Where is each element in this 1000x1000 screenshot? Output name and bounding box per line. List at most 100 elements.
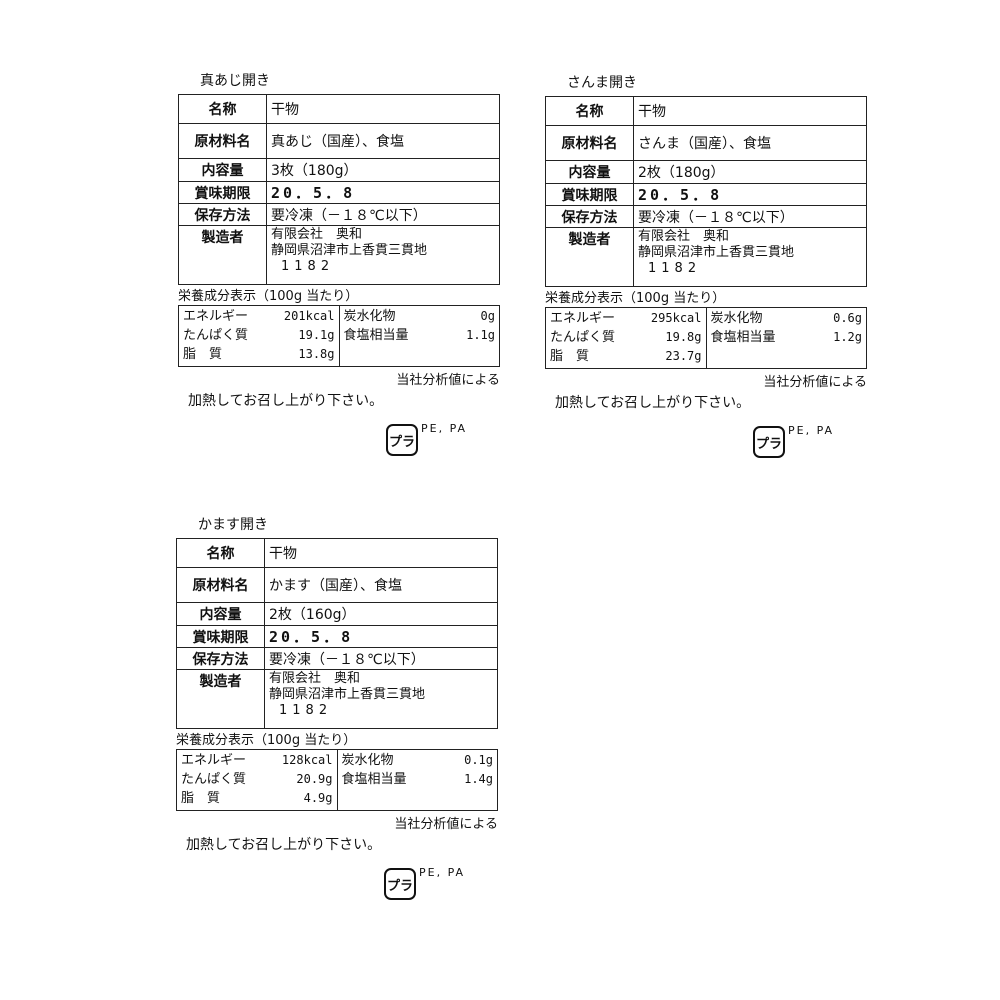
nutrition-heading: 栄養成分表示（100g 当たり） [545,291,726,306]
cooking-note: 加熱してお召し上がり下さい。 [188,393,384,409]
nutrition-table: エネルギー 128kcal たんぱく質 20.9g 脂 質 4.9g 炭水化物 … [176,749,498,811]
nutrition-value: 1.1g [466,328,495,342]
nutrition-row-salt: 食塩相当量 1.2g [711,328,863,347]
plastic-recycle-icon: プラ [384,868,416,900]
spec-label-content: 内容量 [546,161,634,183]
spec-row-expiry: 賞味期限 20．5．8 [546,184,866,206]
recycle-mark-group: プラ PE, PA [384,866,501,900]
nutrition-value: 19.1g [298,328,335,342]
nutrition-col-left: エネルギー 128kcal たんぱく質 20.9g 脂 質 4.9g [177,750,337,810]
spec-value-content: 3枚（180g） [271,163,358,179]
cooking-note: 加熱してお召し上がり下さい。 [555,395,751,411]
spec-label-expiry: 賞味期限 [177,626,265,647]
nutrition-row-fat: 脂 質 13.8g [183,345,335,364]
nutrition-value: 128kcal [281,753,333,767]
spec-row-name: 名称 干物 [179,95,499,124]
spec-value-raw: 真あじ（国産）、食塩 [271,134,404,150]
nutrition-label: たんぱく質 [550,330,616,345]
nutrition-value: 295kcal [650,311,702,325]
spec-label-name: 名称 [179,95,267,123]
spec-label-name: 名称 [177,539,265,567]
spec-label-raw: 原材料名 [546,126,634,160]
nutrition-label: 食塩相当量 [341,772,407,787]
nutrition-value: 13.8g [298,347,335,361]
product-title: 真あじ開き [200,73,270,89]
nutrition-col-right: 炭水化物 0g 食塩相当量 1.1g [338,306,500,366]
spec-row-maker: 製造者 有限会社 奥和 静岡県沼津市上香貫三貫地 1182 [546,228,866,286]
spec-label-name: 名称 [546,97,634,125]
spec-row-raw: 原材料名 かます（国産）、食塩 [177,568,497,603]
maker-company: 有限会社 奥和 [638,229,730,244]
spec-value-storage: 要冷凍（－１８℃以下） [638,209,794,226]
spec-row-content: 内容量 3枚（180g） [179,159,499,182]
maker-address: 静岡県沼津市上香貫三貫地 [269,687,426,702]
nutrition-col-right: 炭水化物 0.1g 食塩相当量 1.4g [336,750,498,810]
nutrition-value: 0.6g [833,311,862,325]
nutrition-label: 炭水化物 [341,753,394,768]
nutrition-label: 食塩相当量 [710,330,776,345]
nutrition-col-left: エネルギー 295kcal たんぱく質 19.8g 脂 質 23.7g [546,308,706,368]
analysis-note: 当社分析値による [396,373,500,388]
nutrition-row-salt: 食塩相当量 1.4g [342,770,494,789]
nutrition-value: 1.4g [464,772,493,786]
recycle-mark-group: プラ PE, PA [753,424,870,458]
spec-row-storage: 保存方法 要冷凍（－１８℃以下） [179,204,499,226]
nutrition-heading: 栄養成分表示（100g 当たり） [176,733,357,748]
nutrition-row-salt: 食塩相当量 1.1g [344,326,496,345]
nutrition-label: 脂 質 [181,791,221,806]
nutrition-value: 0.1g [464,753,493,767]
spec-table: 名称 干物 原材料名 さんま（国産）、食塩 内容量 2枚（180g） 賞味期限 … [545,96,867,287]
spec-value-content: 2枚（180g） [638,165,725,181]
spec-label-maker: 製造者 [177,670,265,728]
nutrition-table: エネルギー 201kcal たんぱく質 19.1g 脂 質 13.8g 炭水化物… [178,305,500,367]
nutrition-label: 食塩相当量 [343,328,409,343]
spec-table: 名称 干物 原材料名 真あじ（国産）、食塩 内容量 3枚（180g） 賞味期限 … [178,94,500,285]
nutrition-row-energy: エネルギー 128kcal [181,751,333,770]
nutrition-col-left: エネルギー 201kcal たんぱく質 19.1g 脂 質 13.8g [179,306,339,366]
nutrition-heading: 栄養成分表示（100g 当たり） [178,289,359,304]
nutrition-value: 23.7g [665,349,702,363]
spec-label-raw: 原材料名 [177,568,265,602]
spec-label-expiry: 賞味期限 [179,182,267,203]
spec-row-storage: 保存方法 要冷凍（－１８℃以下） [177,648,497,670]
maker-company: 有限会社 奥和 [271,227,363,242]
spec-label-maker: 製造者 [546,228,634,286]
nutrition-col-right: 炭水化物 0.6g 食塩相当量 1.2g [705,308,867,368]
analysis-note: 当社分析値による [763,375,867,390]
nutrition-value: 20.9g [296,772,333,786]
product-label-aji: 真あじ開き 名称 干物 原材料名 真あじ（国産）、食塩 内容量 3枚（180g）… [178,72,503,456]
recycle-materials: PE, PA [419,866,466,879]
nutrition-label: たんぱく質 [181,772,247,787]
spec-value-name: 干物 [638,104,666,120]
spec-label-maker: 製造者 [179,226,267,284]
spec-value-maker: 有限会社 奥和 静岡県沼津市上香貫三貫地 1182 [634,228,866,286]
analysis-note: 当社分析値による [394,817,498,832]
nutrition-row-energy: エネルギー 201kcal [183,307,335,326]
nutrition-row-carb: 炭水化物 0.1g [342,751,494,770]
maker-lot: 1182 [281,259,335,274]
spec-label-content: 内容量 [177,603,265,625]
nutrition-label: 脂 質 [550,349,590,364]
spec-value-expiry: 20．5．8 [638,186,723,204]
maker-address: 静岡県沼津市上香貫三貫地 [271,243,428,258]
product-label-kamasu: かます開き 名称 干物 原材料名 かます（国産）、食塩 内容量 2枚（160g）… [176,516,501,900]
maker-address: 静岡県沼津市上香貫三貫地 [638,245,795,260]
nutrition-label: エネルギー [550,311,616,326]
spec-value-expiry: 20．5．8 [269,628,354,646]
spec-value-raw: かます（国産）、食塩 [269,578,402,594]
spec-value-raw: さんま（国産）、食塩 [638,136,771,152]
spec-value-name: 干物 [269,546,297,562]
spec-row-expiry: 賞味期限 20．5．8 [177,626,497,648]
nutrition-row-protein: たんぱく質 19.1g [183,326,335,345]
nutrition-value: 0g [480,309,495,323]
product-title: さんま開き [567,75,637,91]
spec-row-content: 内容量 2枚（180g） [546,161,866,184]
spec-row-raw: 原材料名 真あじ（国産）、食塩 [179,124,499,159]
nutrition-row-fat: 脂 質 4.9g [181,789,333,808]
cooking-note: 加熱してお召し上がり下さい。 [186,837,382,853]
spec-row-raw: 原材料名 さんま（国産）、食塩 [546,126,866,161]
spec-label-storage: 保存方法 [546,206,634,227]
spec-row-name: 名称 干物 [546,97,866,126]
nutrition-label: 脂 質 [183,347,223,362]
nutrition-table: エネルギー 295kcal たんぱく質 19.8g 脂 質 23.7g 炭水化物… [545,307,867,369]
